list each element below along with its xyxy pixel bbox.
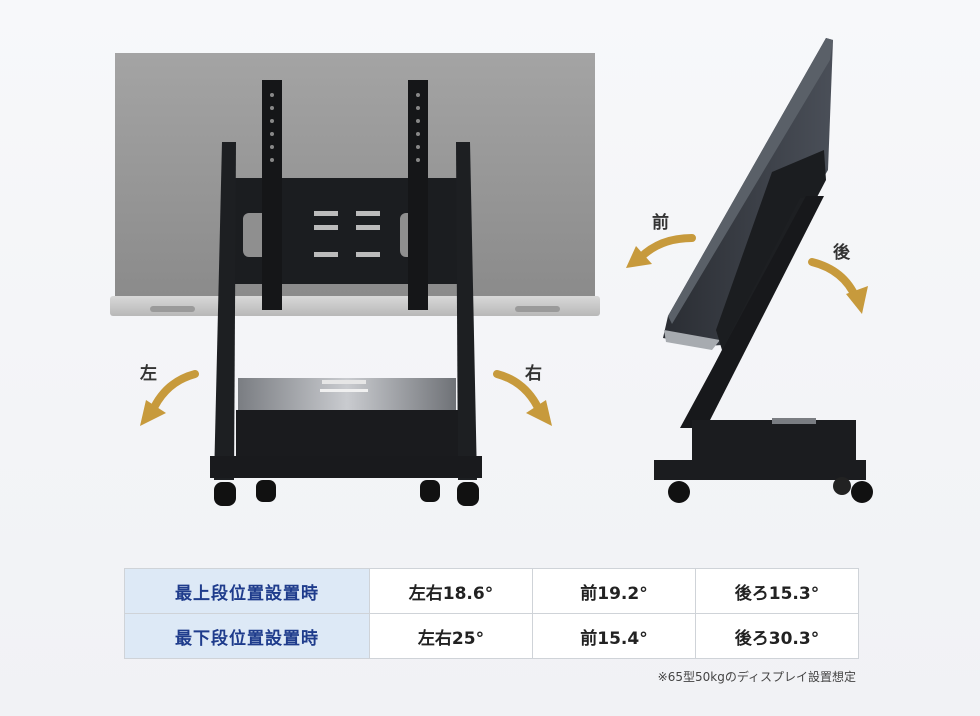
stand-post-right	[456, 142, 477, 480]
table-row: 最上段位置設置時 左右18.6° 前19.2° 後ろ15.3°	[124, 568, 859, 614]
label-back: 後	[833, 243, 850, 263]
cell-back: 後ろ15.3°	[695, 568, 859, 614]
arrow-back-icon	[808, 258, 868, 314]
table-row: 最下段位置設置時 左右25° 前15.4° 後ろ30.3°	[124, 613, 859, 659]
row-header-bottom: 最下段位置設置時	[124, 613, 370, 659]
tilt-spec-table: 最上段位置設置時 左右18.6° 前19.2° 後ろ15.3° 最下段位置設置時…	[124, 568, 859, 659]
label-left: 左	[140, 364, 157, 384]
stand-post-left	[214, 142, 236, 480]
storage-box	[236, 410, 458, 456]
row-header-top: 最上段位置設置時	[124, 568, 370, 614]
side-view-stand	[654, 38, 873, 503]
arrow-front-icon	[626, 234, 696, 268]
side-storage-box	[692, 420, 856, 462]
vesa-bracket-right	[408, 80, 428, 310]
cell-front: 前19.2°	[532, 568, 696, 614]
label-front: 前	[652, 213, 669, 233]
footnote: ※65型50kgのディスプレイ設置想定	[657, 670, 856, 684]
side-base	[654, 460, 866, 480]
stand-base	[210, 456, 482, 478]
arrow-right-icon	[493, 370, 552, 426]
front-view-stand	[110, 53, 600, 506]
side-column	[680, 196, 824, 428]
arrow-left-icon	[140, 370, 199, 426]
cell-left-right: 左右18.6°	[369, 568, 533, 614]
cell-front: 前15.4°	[532, 613, 696, 659]
cell-left-right: 左右25°	[369, 613, 533, 659]
vesa-bracket-left	[262, 80, 282, 310]
label-right: 右	[525, 364, 542, 384]
cell-back: 後ろ30.3°	[695, 613, 859, 659]
